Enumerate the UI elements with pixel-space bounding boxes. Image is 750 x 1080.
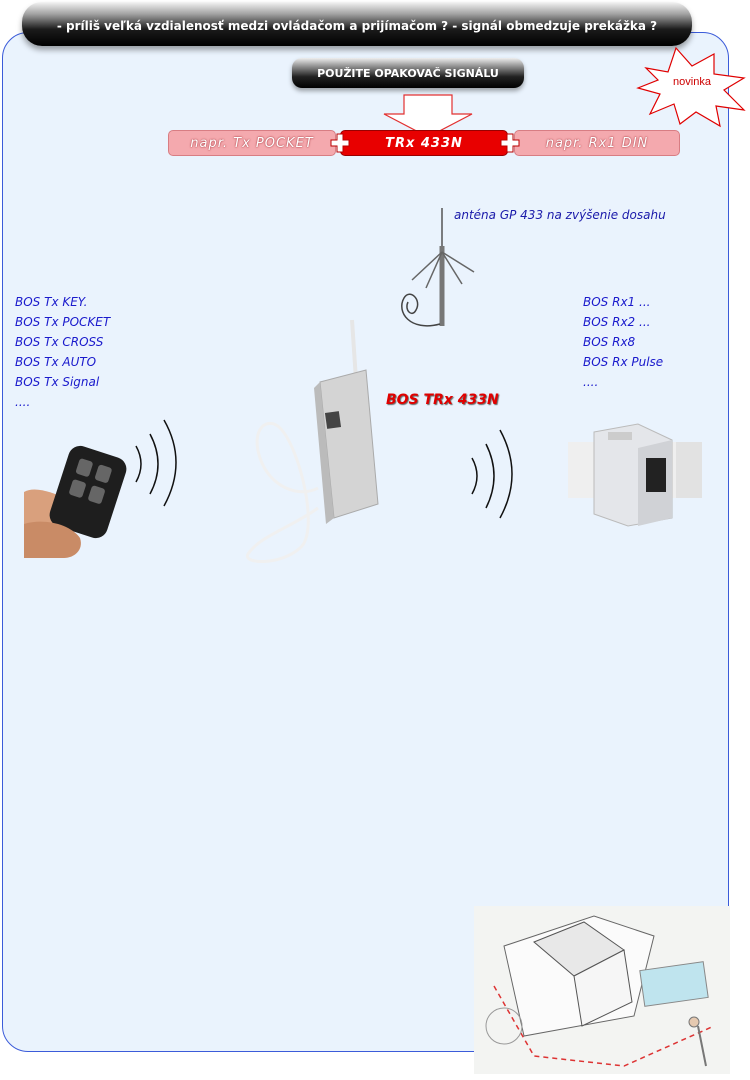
list-item: BOS Tx AUTO [15,355,97,369]
chain-receiver: napr. Rx1 DIN [514,130,680,156]
list-item: BOS Tx KEY. [15,295,88,309]
remote-control-icon [24,445,127,558]
chain-receiver-label: napr. Rx1 DIN [545,135,649,151]
plus-icon [500,133,520,153]
list-item: BOS Rx Pulse [583,355,664,369]
chain-transmitter: napr. Tx POCKET [168,130,336,156]
antenna-label: anténa GP 433 na zvýšenie dosahu [454,208,666,222]
antenna-icon [401,208,475,327]
list-item: BOS Tx Signal [15,375,100,389]
list-item: BOS Rx2 ... [583,315,651,329]
signal-waves-icon [471,429,513,519]
chain-transmitter-label: napr. Tx POCKET [190,135,314,151]
new-badge: novinka [673,76,711,88]
content-panel [2,32,729,1052]
transmitter-list: BOS Tx KEY. BOS Tx POCKET BOS Tx CROSS B… [15,292,110,412]
house-illustration-icon [474,906,730,1074]
plus-icon [330,133,350,153]
down-arrow-icon [383,94,473,138]
list-item: BOS Tx POCKET [15,315,111,329]
receiver-list: BOS Rx1 ... BOS Rx2 ... BOS Rx8 BOS Rx P… [583,292,663,392]
chain-repeater-label: TRx 433N [385,135,463,151]
din-receiver-icon [568,423,702,527]
signal-waves-icon [135,419,177,507]
repeater-banner: POUŽITE OPAKOVAČ SIGNÁLU [292,58,524,88]
header-banner-text: - príliš veľká vzdialenosť medzi ovládač… [56,19,658,33]
repeater-label: BOS TRx 433N [386,392,499,408]
repeater-banner-text: POUŽITE OPAKOVAČ SIGNÁLU [317,66,499,80]
list-item: .... [15,395,31,409]
new-starburst-icon [636,46,746,128]
list-item: .... [583,375,599,389]
chain-repeater: TRx 433N [340,130,508,156]
header-banner: - príliš veľká vzdialenosť medzi ovládač… [22,2,692,46]
repeater-device-icon [246,319,379,564]
list-item: BOS Rx1 ... [583,295,651,309]
list-item: BOS Tx CROSS [15,335,104,349]
list-item: BOS Rx8 [583,335,636,349]
